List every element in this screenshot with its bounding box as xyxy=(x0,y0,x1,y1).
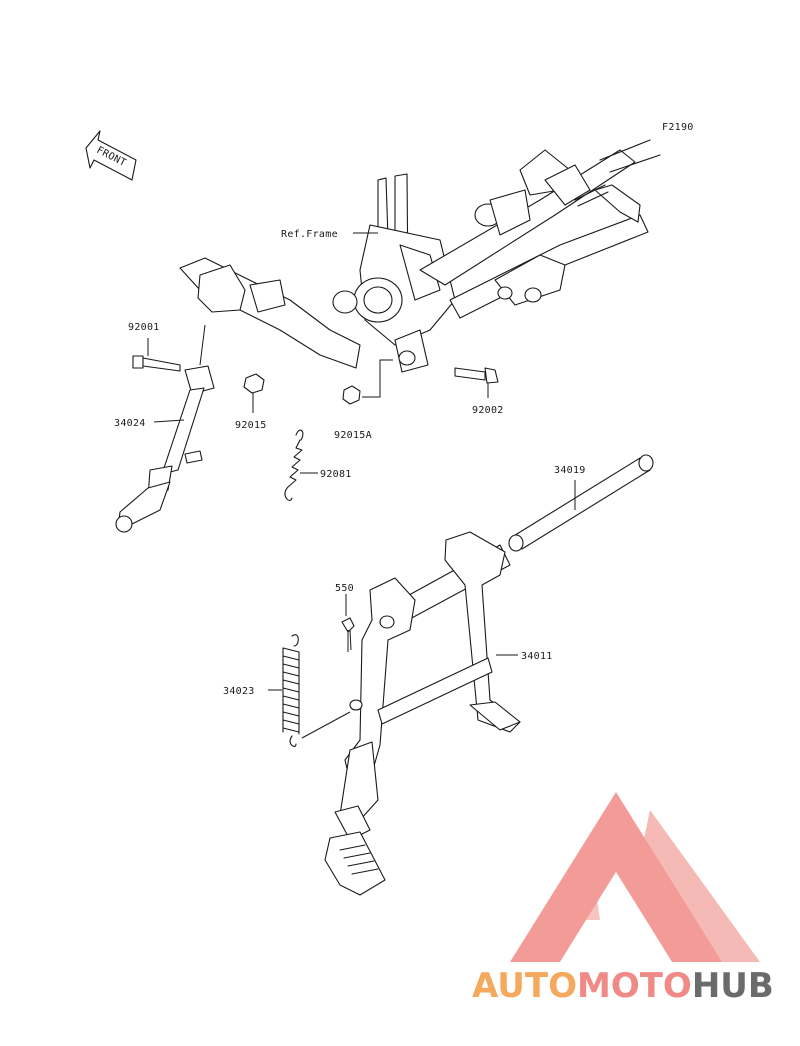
front-arrow-icon: FRONT xyxy=(85,130,137,181)
callout-34011: 34011 xyxy=(521,651,553,662)
side-stand-34024 xyxy=(115,324,215,533)
callout-550: 550 xyxy=(335,583,354,594)
diagram-code: F2190 xyxy=(662,122,694,133)
spring-34023 xyxy=(268,634,351,747)
watermark-auto: AUTO xyxy=(472,966,577,1006)
callout-92002: 92002 xyxy=(472,405,504,416)
shaft-34019 xyxy=(508,454,654,552)
cotter-pin-550 xyxy=(341,594,355,652)
bolt-92002 xyxy=(454,367,499,398)
ref-frame-label: Ref.Frame xyxy=(281,229,338,240)
callout-92081: 92081 xyxy=(320,469,352,480)
nut-92015a xyxy=(342,359,393,405)
watermark-text: AUTOMOTOHUB xyxy=(472,966,774,1006)
automotohub-logo xyxy=(510,792,760,962)
callout-92015a: 92015A xyxy=(334,430,372,441)
callout-92001: 92001 xyxy=(128,322,160,333)
frame-reference-drawing xyxy=(179,139,661,373)
spring-92081 xyxy=(284,429,318,501)
callout-34019: 34019 xyxy=(554,465,586,476)
callout-34023: 34023 xyxy=(223,686,255,697)
nut-92015 xyxy=(243,373,265,413)
bolt-92001 xyxy=(132,338,181,372)
watermark-moto: MOTO xyxy=(577,966,692,1006)
watermark-hub: HUB xyxy=(692,966,774,1006)
callout-34024: 34024 xyxy=(114,418,146,429)
callout-92015: 92015 xyxy=(235,420,267,431)
center-stand-34011 xyxy=(324,531,521,896)
